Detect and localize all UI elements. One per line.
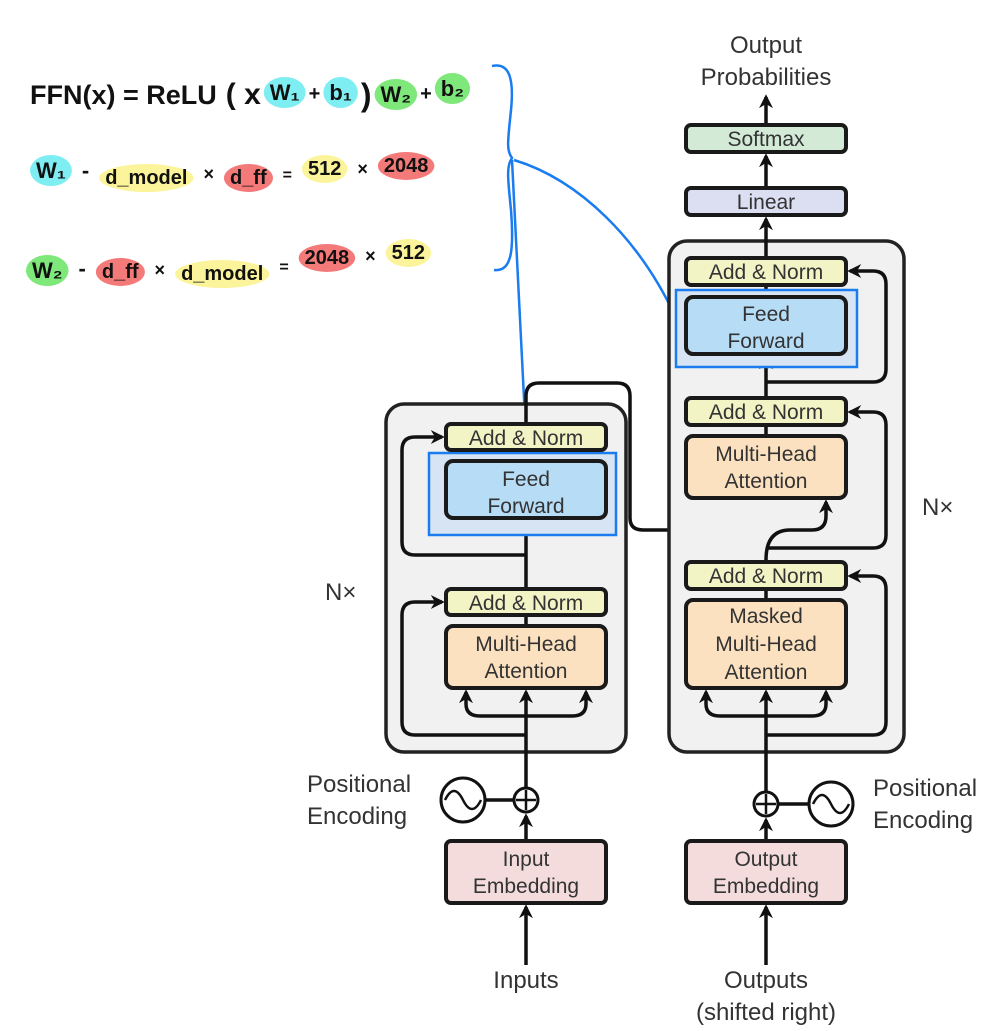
pointer-line-decoder-ff [513,158,678,319]
decoder-mha-label-1: Multi-Head [715,443,817,466]
w1-dff: d_ff [230,167,267,189]
input-embedding [444,839,608,905]
highlight-2048 [377,152,435,180]
w1-times1: × [203,164,214,184]
encoder-multi-head-attention [444,624,608,690]
decoder-multi-head-attention [684,434,848,500]
encoder-add-norm-top [444,422,608,452]
decoder-add-norm-mid [684,396,848,427]
highlight-512 [301,155,348,183]
highlight-w2 [374,79,418,110]
input-embedding-label-1: Input [503,848,550,871]
output-embedding [684,839,848,905]
encoder-pe-label-2: Encoding [307,803,407,830]
w1-dash: - [82,158,89,183]
w1-eq: = [283,167,292,184]
highlight-dff [223,164,273,192]
encoder-repeat-label: N× [325,579,356,606]
formula-plus2: + [420,83,432,105]
encoder: N× Add & Norm Feed Forward Add & Norm Mu… [307,381,773,994]
highlight-dmodel [99,164,194,192]
decoder-feed-forward [684,295,848,356]
highlight-w1-row [30,155,72,186]
w1-dmodel: d_model [105,167,187,189]
decoder-pe-label-2: Encoding [873,807,973,834]
w2-dmodel: d_model [181,263,263,285]
w1-name: W₁ [36,158,66,183]
decoder-repeat-label: N× [922,494,953,521]
highlight-b2 [434,73,470,104]
decoder: N× Add & Norm Feed Forward Add & Norm Mu… [667,94,977,1026]
output-probabilities-label-1: Output [730,32,802,59]
w2-name: W₂ [32,258,63,283]
highlight-dff-2 [95,258,145,286]
encoder-mha-label-2: Attention [485,660,568,683]
linear-layer [684,186,848,217]
decoder-add-norm-top-label: Add & Norm [709,261,823,284]
w2-times2: × [365,246,376,266]
w2-times1: × [155,260,166,280]
output-embedding-label-1: Output [734,848,797,871]
softmax-layer [684,123,848,154]
output-head: Linear Softmax Output Probabilities [684,32,848,217]
encoder-feed-forward [444,459,608,520]
decoder-ff-label-1: Feed [742,303,790,326]
decoder-mha-label-2: Attention [725,470,808,493]
w2-dash: - [79,256,86,281]
outputs-shifted-label: (shifted right) [696,999,836,1026]
w2-2048: 2048 [305,247,350,269]
formula-open: ( x [226,78,261,111]
masked-mha-label-1: Masked [729,605,803,628]
curly-brace-icon [491,64,514,272]
encoder-ff-label-2: Forward [487,495,564,518]
encoder-pe-label-1: Positional [307,771,411,798]
formula-b1: b₁ [329,80,352,105]
highlight-w1 [263,77,306,108]
w2-eq: = [279,259,288,276]
w1-512: 512 [308,158,341,180]
decoder-masked-attention [684,598,848,690]
masked-mha-label-2: Multi-Head [715,633,817,656]
decoder-add-norm-mid-label: Add & Norm [709,401,823,424]
formula-w1: W₁ [270,80,300,105]
w1-2048: 2048 [384,155,429,177]
highlight-b1 [323,77,358,108]
w1-times2: × [357,159,368,179]
input-embedding-label-2: Embedding [473,875,579,898]
decoder-ff-label-2: Forward [727,330,804,353]
decoder-pe-label-1: Positional [873,775,977,802]
formula-b2: b₂ [441,76,464,101]
output-embedding-label-2: Embedding [713,875,819,898]
inputs-label: Inputs [493,967,558,994]
highlight-2048-2 [298,244,356,272]
decoder-add-norm-top [684,256,848,287]
linear-label: Linear [737,191,795,214]
masked-mha-label-3: Attention [725,661,808,684]
w2-512: 512 [392,242,425,264]
formula-lhs: FFN(x) = ReLU [30,80,217,110]
formula-w2: W₂ [381,82,412,107]
formula-close: ) [361,77,372,113]
outputs-label: Outputs [724,967,808,994]
decoder-add-norm-bottom-label: Add & Norm [709,565,823,588]
encoder-ff-label-1: Feed [502,468,550,491]
encoder-mha-label-1: Multi-Head [475,633,577,656]
highlight-w2-row [26,255,69,286]
pointer-line-encoder-ff [510,159,528,439]
formula-plus1: + [309,83,321,105]
softmax-label: Softmax [727,128,805,151]
ffn-annotation: FFN(x) = ReLU ( x W₁ + b₁ ) W₂ + b₂ W₁ -… [26,64,678,439]
highlight-512-2 [385,239,432,267]
encoder-add-norm-bottom-label: Add & Norm [469,592,583,615]
highlight-dmodel-2 [175,260,270,288]
w2-dff: d_ff [102,261,139,283]
encoder-add-norm-bottom [444,587,608,617]
encoder-add-norm-top-label: Add & Norm [469,427,583,450]
decoder-add-norm-bottom [684,560,848,591]
output-probabilities-label-2: Probabilities [701,64,832,91]
